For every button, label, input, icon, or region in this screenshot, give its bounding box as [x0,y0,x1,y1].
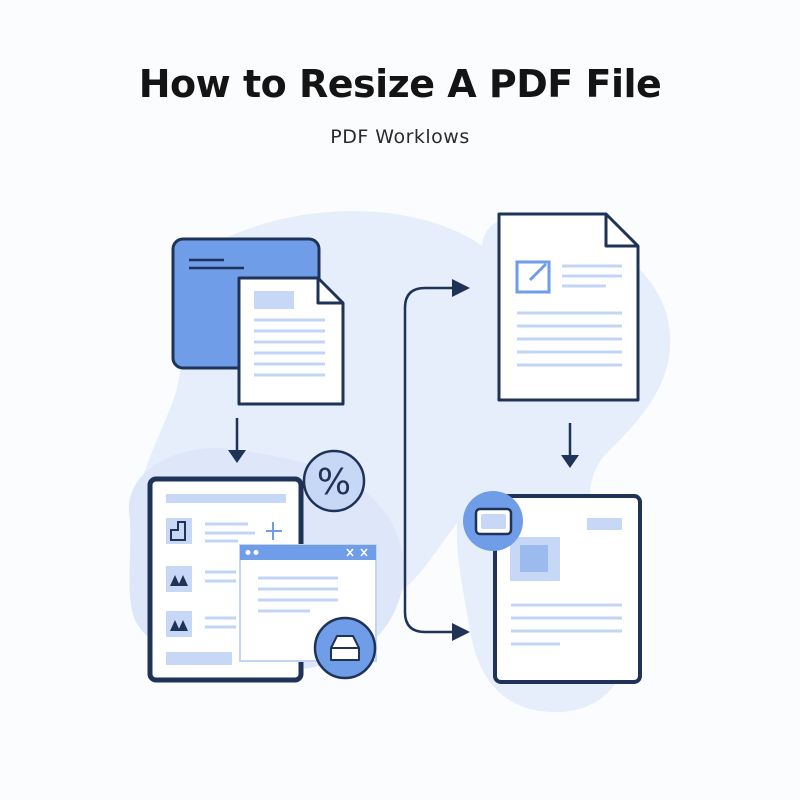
inbox-tray-icon [313,616,377,680]
branch-connector-arrows [403,279,470,641]
frame-icon [463,491,523,551]
page-title: How to Resize A PDF File [138,62,662,106]
arrow-down-left [228,418,246,463]
percent-icon: % [302,449,366,513]
step3-document-image-icon [497,212,640,402]
step4-resized-document-icon [493,494,642,684]
page-subtitle: PDF Worklows [330,126,470,148]
step1-browser-document-icon [171,237,345,406]
percent-symbol: % [317,462,351,503]
arrow-down-right [561,423,579,468]
